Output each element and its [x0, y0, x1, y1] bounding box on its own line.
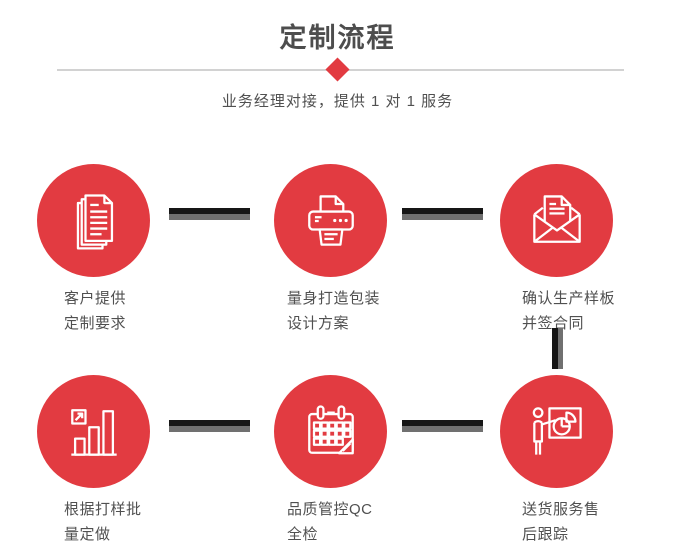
connector-step2-step3: [402, 208, 483, 220]
connector-step5-step6: [402, 420, 483, 432]
step-circle-batch-production: [37, 375, 150, 488]
presentation-icon: [532, 406, 582, 455]
subtitle: 业务经理对接，提供 1 对 1 服务: [221, 93, 454, 110]
step-label-customer-requirements: 客户提供 定制要求: [64, 290, 127, 332]
bar-chart-icon: [70, 408, 117, 456]
step-circle-packaging-design: [274, 164, 387, 277]
diamond-marker: [325, 57, 350, 82]
envelope-icon: [532, 194, 581, 243]
step-label-sample-contract: 确认生产样板 并签合同: [522, 290, 616, 332]
step-label-quality-control: 品质管控QC 全检: [287, 501, 373, 543]
page-title: 定制流程: [279, 23, 396, 53]
connector-step4-step5: [169, 420, 250, 432]
calendar-icon: [307, 404, 354, 454]
step-label-batch-production: 根据打样批 量定做: [64, 501, 142, 543]
step-circle-delivery-tracking: [500, 375, 613, 488]
connector-step3-step6: [552, 328, 563, 369]
printer-icon: [307, 194, 354, 246]
step-label-delivery-tracking: 送货服务售 后跟踪: [522, 501, 600, 543]
step-circle-quality-control: [274, 375, 387, 488]
step-circle-sample-contract: [500, 164, 613, 277]
connector-step1-step2: [169, 208, 250, 220]
step-circle-customer-requirements: [37, 164, 150, 277]
step-label-packaging-design: 量身打造包装 设计方案: [287, 290, 381, 332]
documents-icon: [76, 193, 113, 250]
